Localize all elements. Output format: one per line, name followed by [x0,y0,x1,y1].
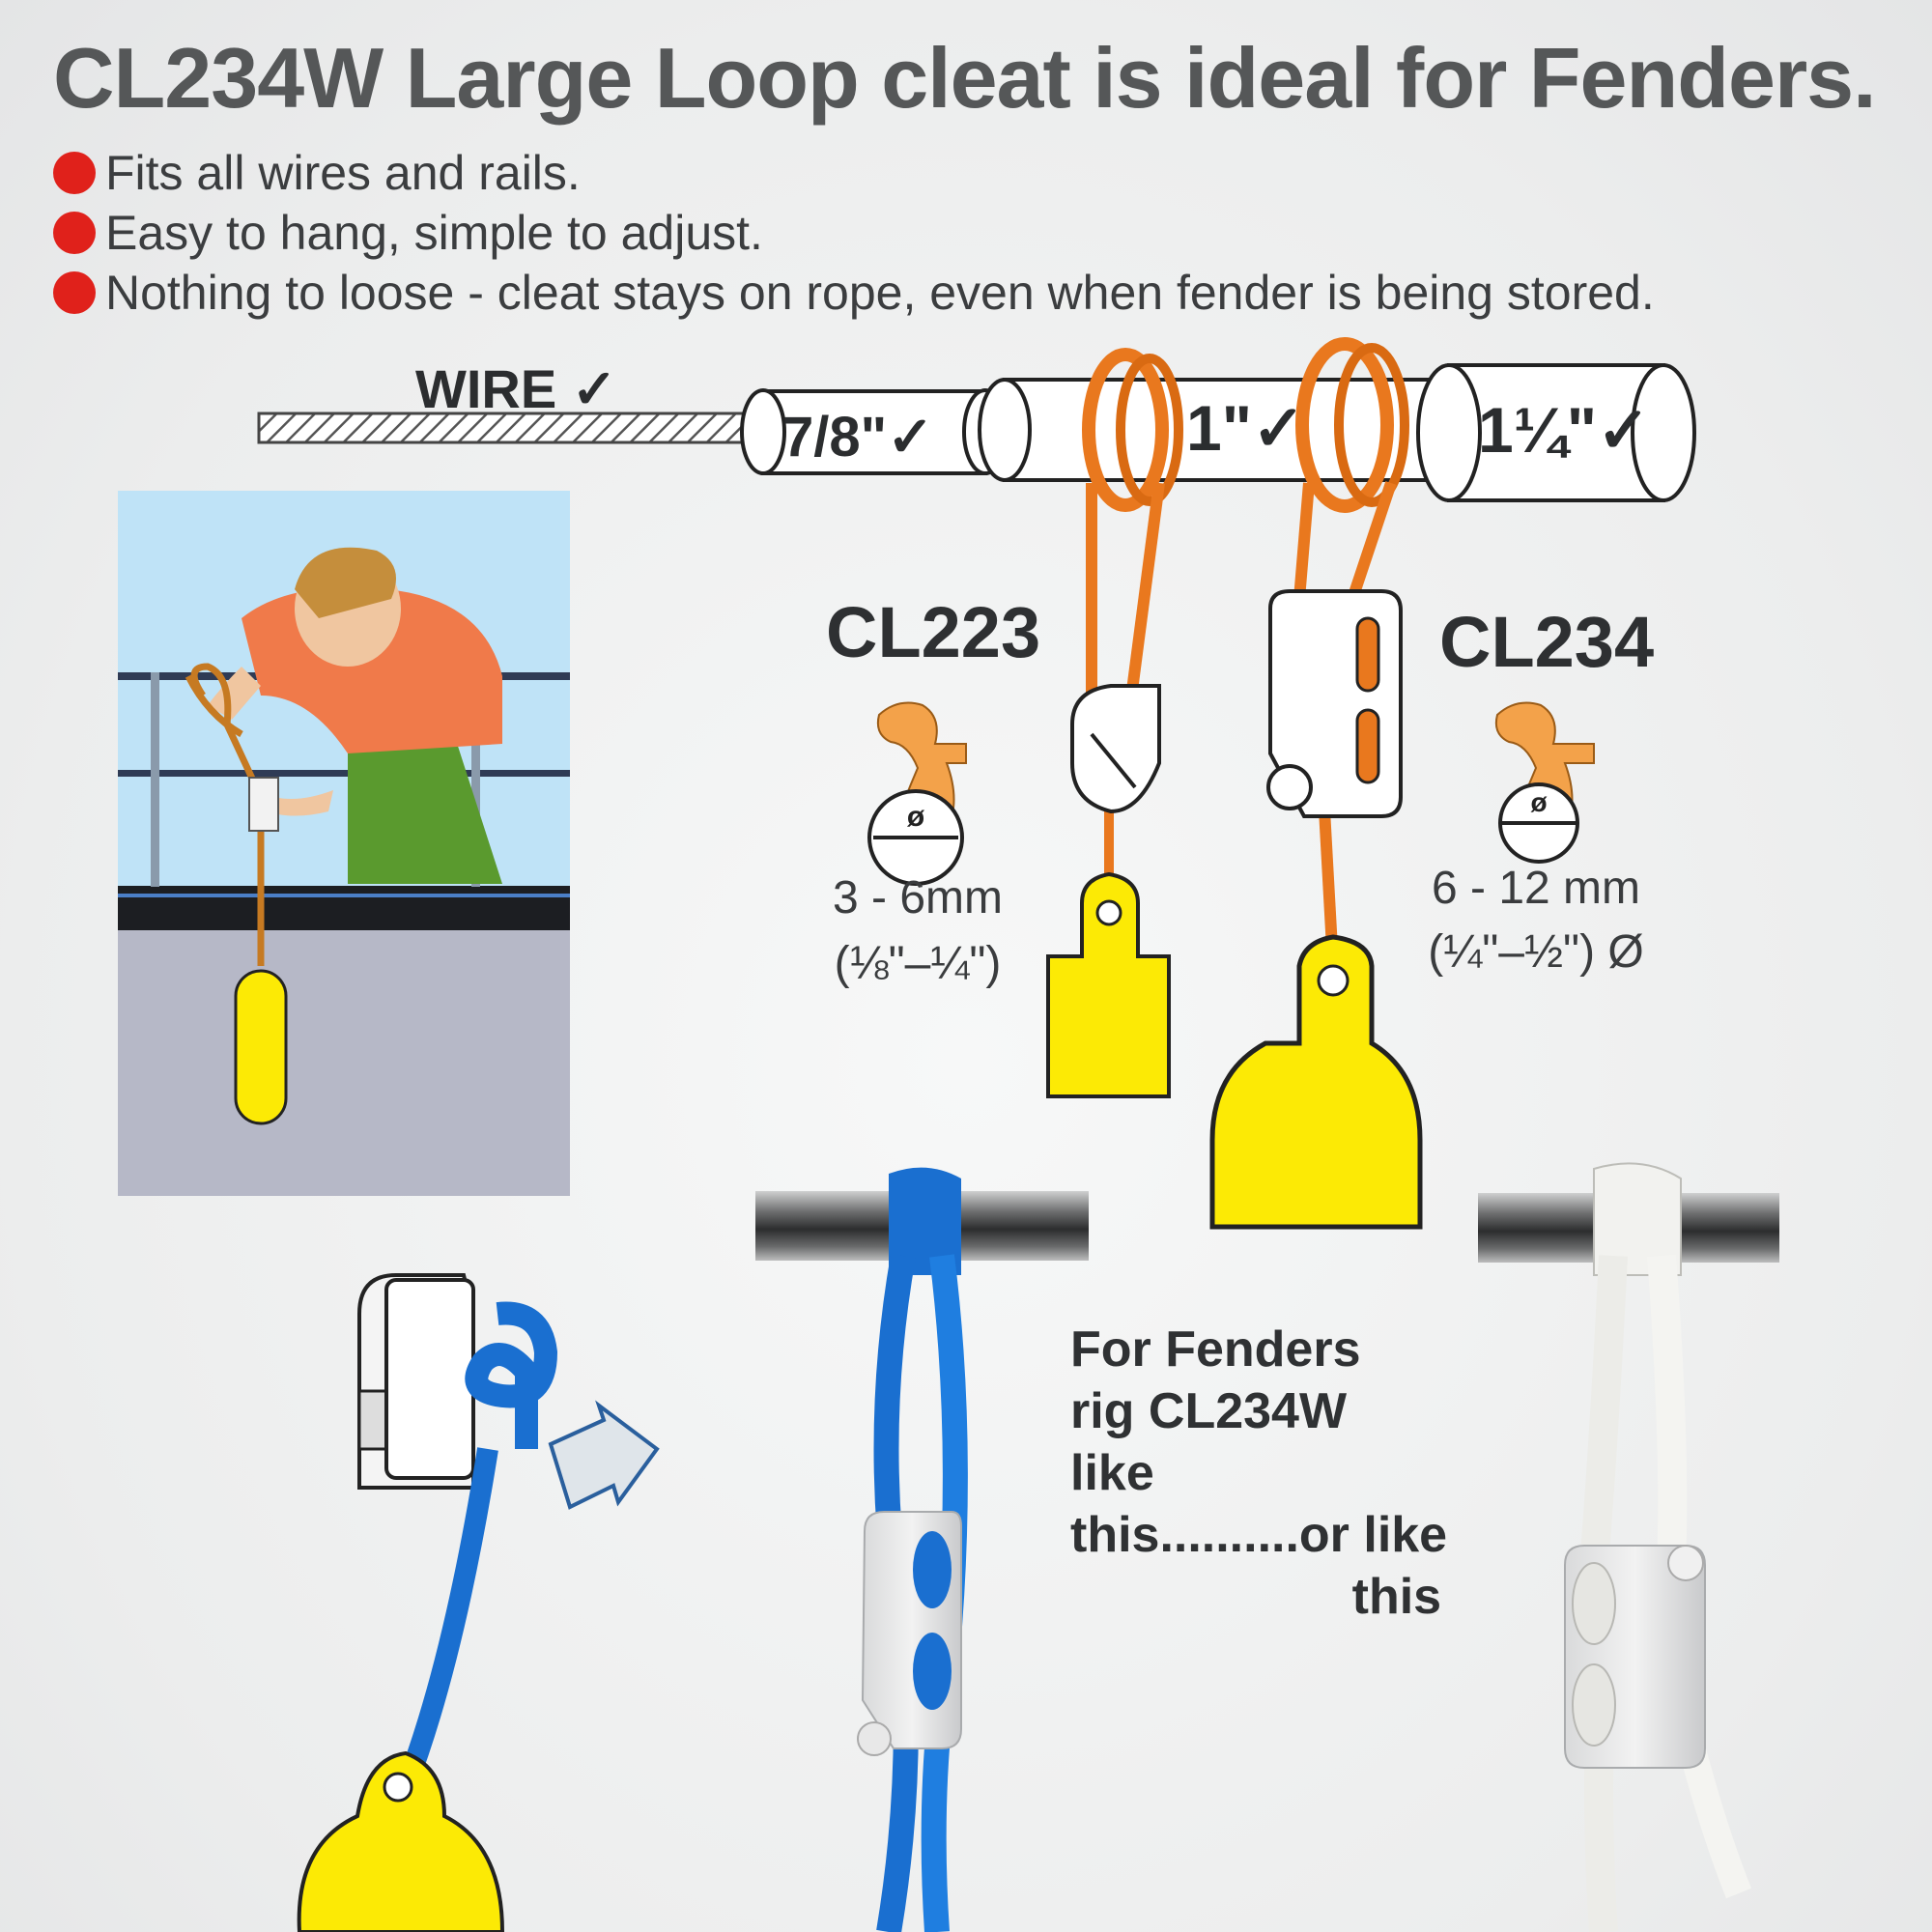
bullet-dot-icon [53,271,96,314]
feature-text: Nothing to loose - cleat stays on rope, … [105,266,1655,320]
feature-item: Easy to hang, simple to adjust. [53,205,763,261]
cl223-range-in: (⅛"–¼") [834,938,1002,989]
fender-note-line: For Fenders [1070,1321,1361,1378]
cl234-model-label: CL234 [1439,602,1655,682]
diameter-icon: ø [1494,701,1595,864]
feature-text: Easy to hang, simple to adjust. [105,206,763,260]
cl234-range-in: (¼"–½") Ø [1428,926,1644,978]
cl223-loop [1082,348,1183,903]
fender-note-line: this..........or like [1070,1507,1448,1563]
svg-text:ø: ø [1530,787,1547,817]
rigging-scene [118,491,570,1196]
feature-item: Nothing to loose - cleat stays on rope, … [53,265,1655,321]
blue-rope-photo [755,1167,1089,1932]
cl223-cleat [1070,684,1161,814]
tube-large [1416,363,1696,502]
cl223-model-label: CL223 [826,592,1041,672]
bullet-dot-icon [53,212,96,254]
cl234-fender [1209,934,1423,1230]
fender-note-line: this [1351,1569,1442,1625]
bullet-dot-icon [53,152,96,194]
cl234-cleat [1266,589,1403,818]
feature-item: Fits all wires and rails. [53,145,581,201]
fender-rigging-note: For Fenders rig CL234W like this........… [1070,1319,1447,1628]
size-label-mid: 1"✓ [1186,392,1305,464]
arrow-icon [548,1400,660,1510]
feature-text: Fits all wires and rails. [105,146,581,200]
cl223-range-mm: 3 - 6mm [832,872,1003,923]
white-rope-photo [1478,1162,1779,1932]
page-title: CL234W Large Loop cleat is ideal for Fen… [53,30,1877,126]
wire-label: WIRE ✓ [415,358,617,419]
size-label-small: 7/8"✓ [782,406,934,469]
diameter-icon: ø [867,701,967,886]
fender-note-line: rig CL234W [1070,1383,1348,1439]
cl223-fender [1046,871,1171,1098]
cl234-range-mm: 6 - 12 mm [1431,863,1641,914]
fender-note-line: like [1070,1445,1154,1501]
cl234-loop [1293,337,1409,967]
svg-text:ø: ø [907,801,925,833]
size-label-large: 1¼"✓ [1478,394,1650,466]
knot-diagram [297,1273,660,1932]
